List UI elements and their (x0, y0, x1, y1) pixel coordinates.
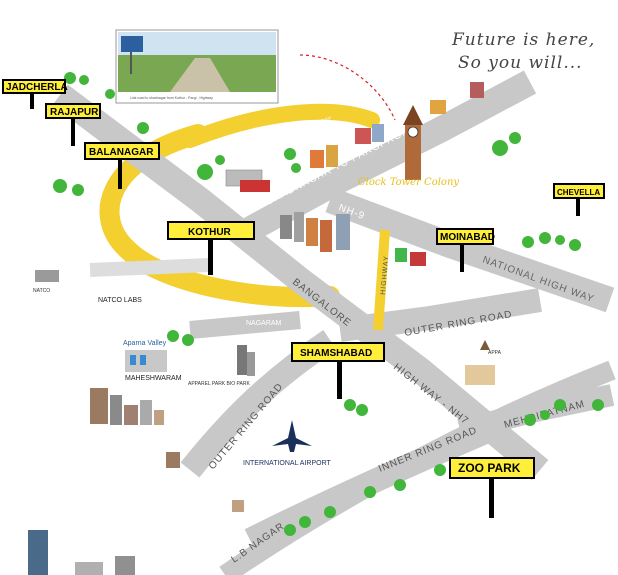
tree-clusters (53, 72, 604, 536)
sign-kothur: KOTHUR (167, 221, 255, 275)
proposed-link-road-upper (182, 103, 380, 148)
building-cluster-top (310, 82, 484, 168)
international-airport-label: INTERNATIONAL AIRPORT (243, 460, 331, 467)
building-moinabad (395, 248, 426, 266)
sign-kothur-label: KOTHUR (188, 227, 232, 238)
maheshwaram-label: MAHESHWARAM (125, 375, 182, 382)
appa-label: APPA (488, 350, 502, 356)
apparel-park-label: APPAREL PARK BIO PARK (188, 381, 250, 387)
sign-balanagar: BALANAGAR (84, 142, 160, 189)
sign-zoo-park-label: ZOO PARK (458, 461, 521, 475)
clock-tower-colony-label: Clock Tower Colony (358, 177, 459, 188)
sign-rajapur-label: RAJAPUR (50, 107, 99, 118)
sign-moinabad: MOINABAD (436, 228, 495, 272)
natco-labs-label: NATCO LABS (98, 297, 142, 304)
sign-rajapur: RAJAPUR (45, 103, 101, 146)
building-industrial (225, 169, 270, 192)
tagline-line1: Future is here, (451, 30, 595, 50)
shadnagar-pargi-road (233, 70, 537, 247)
building-bottom (28, 452, 244, 575)
aparna-valley-label: Aparna Valley (123, 340, 167, 347)
road-label-highway: HIGHWAY (380, 255, 390, 295)
building-kothur (280, 212, 350, 252)
sign-jadcherla: JADCHERLA (2, 79, 68, 109)
sign-moinabad-label: MOINABAD (440, 232, 495, 243)
clock-tower-icon (403, 105, 423, 180)
bangalore-highway (52, 84, 549, 480)
building-maheshwaram (125, 350, 167, 372)
tagline-line2: So you will... (458, 53, 583, 73)
photo-pointer-arrow (299, 54, 396, 121)
sign-zoo-park: ZOO PARK (449, 457, 535, 518)
building-apparel (237, 345, 255, 376)
sign-balanagar-label: BALANAGAR (89, 147, 154, 158)
building-appa (465, 340, 495, 385)
sign-jadcherla-label: JADCHERLA (6, 82, 68, 93)
road-label-nagaram: NAGARAM (246, 320, 282, 327)
lb-nagar-road (219, 360, 616, 575)
airplane-icon (272, 420, 312, 452)
building-fabcity (90, 388, 164, 425)
side-road-left (89, 258, 211, 277)
photo-inset: Link road to shadnagar from Kothur - Par… (115, 29, 279, 104)
highway-road (373, 229, 390, 331)
sign-shamshabad-label: SHAMSHABAD (300, 348, 372, 359)
sign-chevella-label: CHEVELLA (557, 188, 600, 197)
svg-text:NATCO: NATCO (33, 288, 50, 294)
sign-shamshabad: SHAMSHABAD (291, 342, 385, 399)
sign-chevella: CHEVELLA (553, 183, 605, 216)
building-natco: NATCO (33, 270, 59, 294)
photo-caption: Link road to shadnagar from Kothur - Par… (130, 96, 213, 100)
nagaram-road (189, 311, 301, 339)
outer-ring-road-right (338, 288, 542, 342)
